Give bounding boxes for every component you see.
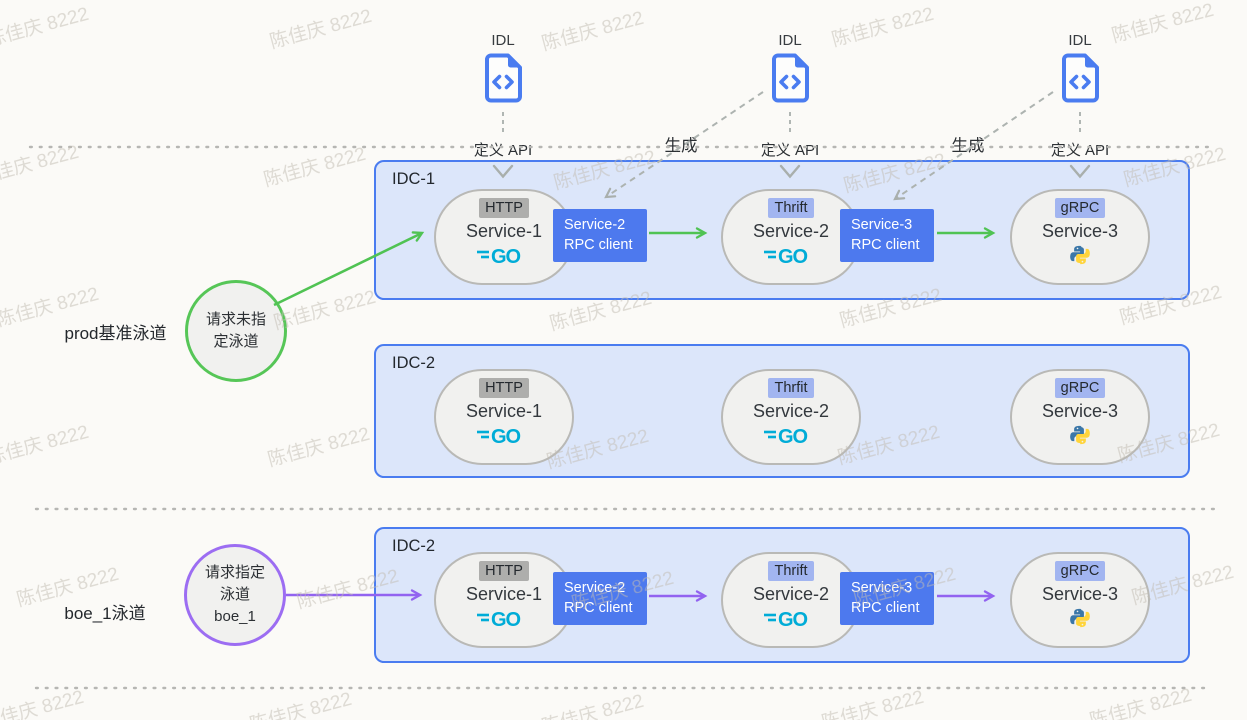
watermark-text: 陈佳庆 8222 [267, 5, 375, 54]
service-name: Service-3 [1041, 221, 1119, 242]
go-logo-icon: GO [763, 605, 819, 630]
idc-box-3: IDC-2 HTTP Service-1 GO Service-2 RPC cl… [374, 527, 1190, 663]
idl-file-icon [1062, 53, 1099, 103]
service-name: Service-2 [752, 584, 830, 605]
protocol-badge: Thrift [768, 198, 814, 219]
define-api-label-3: 定义 API [1045, 139, 1115, 160]
go-logo-icon: GO [763, 422, 819, 447]
idc-title: IDC-1 [392, 170, 436, 188]
idl-file-icon [772, 53, 809, 103]
service-name: Service-1 [465, 401, 543, 422]
rpc-client-line: Service-2 [564, 580, 626, 596]
rpc-client-line: RPC client [564, 600, 633, 617]
rpc-client-line: Service-3 [851, 580, 913, 596]
watermark-text: 陈佳庆 8222 [265, 423, 373, 472]
idl-node-2: IDL [760, 32, 820, 108]
rpc-client-box: Service-2 RPC client [553, 209, 647, 262]
python-logo-icon [1069, 605, 1091, 630]
service-node: Thrift Service-2 GO [721, 189, 861, 285]
watermark-text: 陈佳庆 8222 [819, 686, 927, 720]
request-circle-boe: 请求指定 泳道 boe_1 [184, 544, 286, 646]
idl-label: IDL [1068, 32, 1092, 49]
protocol-badge: gRPC [1054, 198, 1106, 219]
idc-title: IDC-2 [392, 354, 436, 372]
service-name: Service-2 [752, 401, 830, 422]
service-node: Thrift Service-2 GO [721, 552, 861, 648]
lane-label-boe: boe_1泳道 [64, 604, 146, 623]
watermark-text: 陈佳庆 8222 [247, 688, 355, 720]
rpc-client-line: RPC client [851, 600, 920, 617]
watermark-text: 陈佳庆 8222 [0, 421, 92, 470]
go-logo-icon: GO [476, 422, 532, 447]
idl-node-3: IDL [1050, 32, 1110, 108]
request-text-line: 请求未指 [205, 311, 266, 329]
rpc-client-box: Service-3 RPC client [840, 209, 934, 262]
idc-title: IDC-2 [392, 537, 436, 555]
watermark-text: 陈佳庆 8222 [1087, 684, 1195, 720]
service-node: gRPC Service-3 [1010, 552, 1150, 648]
service-node: gRPC Service-3 [1010, 369, 1150, 465]
protocol-badge: HTTP [479, 198, 529, 219]
go-logo-icon: GO [763, 242, 819, 267]
request-text-line: boe_1 [214, 607, 256, 625]
watermark-text: 陈佳庆 8222 [0, 3, 92, 52]
request-text-line: 泳道 [219, 586, 250, 604]
watermark-text: 陈佳庆 8222 [0, 686, 87, 720]
go-logo-icon: GO [476, 242, 532, 267]
generate-label-2: 生成 [947, 132, 989, 156]
service-node: HTTP Service-1 GO [434, 189, 574, 285]
service-node: gRPC Service-3 [1010, 189, 1150, 285]
rpc-client-line: Service-2 [564, 217, 626, 233]
go-logo-icon: GO [476, 605, 532, 630]
svg-text:GO: GO [491, 426, 521, 447]
idl-file-icon [485, 53, 522, 103]
svg-text:GO: GO [778, 246, 808, 267]
protocol-badge: HTTP [479, 378, 529, 399]
generate-label-1: 生成 [660, 132, 702, 156]
rpc-client-line: RPC client [851, 237, 920, 254]
service-node: HTTP Service-1 GO [434, 369, 574, 465]
svg-text:GO: GO [491, 246, 521, 267]
protocol-badge: Thrift [768, 561, 814, 582]
protocol-badge: gRPC [1054, 378, 1106, 399]
svg-text:GO: GO [778, 609, 808, 630]
rpc-client-line: RPC client [564, 237, 633, 254]
service-node: Thrfit Service-2 GO [721, 369, 861, 465]
idc-box-1: IDC-1 HTTP Service-1 GO Service-2 RPC cl… [374, 160, 1190, 300]
request-text-line: 定泳道 [213, 333, 259, 350]
define-api-label-2: 定义 API [755, 139, 825, 160]
protocol-badge: gRPC [1054, 561, 1106, 582]
svg-text:GO: GO [491, 609, 521, 630]
python-logo-icon [1069, 242, 1091, 267]
request-circle-prod: 请求未指 定泳道 [185, 280, 287, 382]
service-node: HTTP Service-1 GO [434, 552, 574, 648]
service-name: Service-2 [752, 221, 830, 242]
watermark-text: 陈佳庆 8222 [0, 141, 82, 190]
idl-node-1: IDL [473, 32, 533, 108]
watermark-text: 陈佳庆 8222 [539, 690, 647, 720]
watermark-text: 陈佳庆 8222 [261, 143, 369, 192]
watermark-text: 陈佳庆 8222 [1109, 0, 1217, 48]
service-name: Service-3 [1041, 401, 1119, 422]
idl-label: IDL [778, 32, 802, 49]
rpc-client-line: Service-3 [851, 217, 913, 233]
service-name: Service-1 [465, 584, 543, 605]
protocol-badge: Thrfit [768, 378, 814, 399]
python-logo-icon [1069, 422, 1091, 447]
idc-box-2: IDC-2 HTTP Service-1 GO Thrfit Service-2… [374, 344, 1190, 478]
watermark-text: 陈佳庆 8222 [829, 3, 937, 52]
watermark-text: 陈佳庆 8222 [539, 7, 647, 56]
request-text-line: 请求指定 [204, 564, 265, 582]
define-api-label-1: 定义 API [468, 139, 538, 160]
protocol-badge: HTTP [479, 561, 529, 582]
idl-label: IDL [491, 32, 515, 49]
rpc-client-box: Service-3 RPC client [840, 572, 934, 625]
service-name: Service-3 [1041, 584, 1119, 605]
svg-text:GO: GO [778, 426, 808, 447]
rpc-client-box: Service-2 RPC client [553, 572, 647, 625]
lane-label-prod: prod基准泳道 [64, 324, 167, 343]
service-name: Service-1 [465, 221, 543, 242]
